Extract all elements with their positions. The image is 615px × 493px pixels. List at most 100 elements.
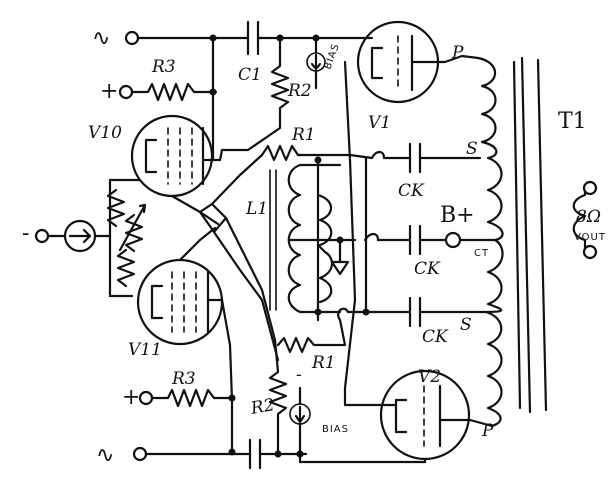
ac-terminal-top <box>124 30 140 46</box>
capacitor-ck-mid: CK B+ CT <box>376 203 497 279</box>
wire-v1-cathode <box>343 60 357 390</box>
inductor-l1: L1 <box>245 156 380 322</box>
resistor-r2-top-body <box>246 36 290 152</box>
b-plus-terminal <box>444 231 462 249</box>
tube-v10-cathode <box>144 138 158 174</box>
label-r2-bottom: R2 <box>248 395 276 419</box>
ac-terminal-bottom <box>132 446 148 462</box>
capacitor-plates-c1-bottom <box>248 438 262 470</box>
resistor-r1-bottom-body <box>276 336 347 354</box>
plus-terminal-bottom <box>138 390 154 406</box>
wire <box>298 163 342 314</box>
tube-v2: V2 <box>298 367 494 464</box>
label-r1-top: R1 <box>291 125 316 145</box>
tube-v11-envelope <box>136 258 224 346</box>
wire <box>298 457 427 464</box>
resistor-r2-bottom-body <box>268 338 288 456</box>
ck-wiring <box>337 150 412 347</box>
label-r3-top: R3 <box>151 57 176 77</box>
input-terminal <box>34 228 50 244</box>
minus-symbol: - <box>22 221 29 246</box>
capacitor-ck-bottom: CK <box>408 296 488 347</box>
label-s-bottom: S <box>460 315 472 335</box>
wire <box>201 148 224 162</box>
wire <box>212 230 280 362</box>
label-r3-bottom: R3 <box>171 369 196 389</box>
transformer-t1: P S S P T1 8Ω VOUT <box>451 43 606 441</box>
pot-arrow <box>118 203 147 252</box>
capacitor-c1: C1 <box>238 20 262 85</box>
ac-symbol-bottom: ∿ <box>96 443 114 468</box>
resistor-r3-top <box>130 82 218 102</box>
label-p-top: P <box>451 43 464 63</box>
resistor-input-1 <box>106 188 126 228</box>
vout-terminal-top <box>582 180 598 196</box>
label-v11: V11 <box>128 340 162 360</box>
label-ct: CT <box>474 248 489 259</box>
tube-v11-cathode <box>150 284 164 320</box>
t1-secondary-coil <box>572 188 587 252</box>
junction-dot <box>209 88 217 96</box>
l1-coil-right <box>316 193 333 247</box>
label-ck-top: CK <box>398 181 425 201</box>
label-r1-bottom: R1 <box>311 353 336 373</box>
label-bias-bottom: BIAS <box>322 424 349 435</box>
resistor-r2-top: R2 <box>246 36 312 152</box>
arrow-icon <box>68 228 92 244</box>
bias-source-bottom: - BIAS <box>289 365 349 456</box>
label-v10: V10 <box>88 123 122 143</box>
input-section: - <box>22 178 147 298</box>
top-ac-input: ∿ <box>92 26 250 51</box>
tube-v11: V11 <box>128 226 234 402</box>
ac-symbol-top: ∿ <box>92 26 110 51</box>
label-ck-mid: CK <box>414 259 441 279</box>
t1-core <box>512 56 548 414</box>
l1-coil-right-2 <box>316 243 333 304</box>
potentiometer <box>124 213 144 253</box>
resistor-r2-bottom: R2 <box>248 338 288 456</box>
wire <box>224 216 277 342</box>
resistor-input-2 <box>116 248 136 288</box>
label-v1: V1 <box>368 113 391 133</box>
ground-icon <box>330 238 350 276</box>
wire <box>210 153 264 206</box>
capacitor-plates <box>246 20 260 56</box>
tube-v1: V1 <box>343 20 480 390</box>
junction-dot <box>228 448 236 456</box>
label-vout: VOUT <box>574 232 606 243</box>
junction-dot <box>362 308 370 316</box>
label-r2-top: R2 <box>287 81 312 101</box>
resistor-r3-bottom <box>150 388 234 408</box>
arrow-icon <box>310 53 322 71</box>
tube-v10: V10 <box>88 114 224 226</box>
resistor-r1-bottom: R1 <box>276 336 347 373</box>
label-l1: L1 <box>245 199 268 219</box>
wire-plate-top <box>410 54 480 64</box>
arrow-icon <box>294 405 306 424</box>
label-v2: V2 <box>418 367 441 387</box>
tube-v10-grids <box>167 127 193 185</box>
top-r3-supply: + R3 <box>100 36 218 162</box>
crossing-wires <box>198 148 280 362</box>
wire <box>438 418 494 428</box>
wire <box>343 386 398 407</box>
label-b-plus: B+ <box>440 203 475 228</box>
plus-terminal-top <box>118 84 134 100</box>
bias-source-top: BIAS <box>306 36 342 90</box>
junction-dot <box>314 156 322 164</box>
label-c1: C1 <box>238 65 262 85</box>
wire <box>206 298 234 402</box>
capacitor-plates <box>408 224 422 256</box>
capacitor-ck-top: CK <box>398 142 482 201</box>
l1-core <box>269 169 277 311</box>
tube-v2-cathode <box>394 398 408 434</box>
wire <box>170 194 220 226</box>
tube-v11-grids <box>171 271 197 333</box>
label-bias-top: BIAS <box>322 42 342 71</box>
label-t1: T1 <box>558 109 587 134</box>
resistor-r1-top-body <box>260 144 352 162</box>
wire <box>178 226 217 262</box>
bottom-supply: + R3 ∿ <box>96 369 308 470</box>
minus-symbol-bias: - <box>296 365 302 385</box>
vout-terminal-bottom <box>582 244 598 260</box>
